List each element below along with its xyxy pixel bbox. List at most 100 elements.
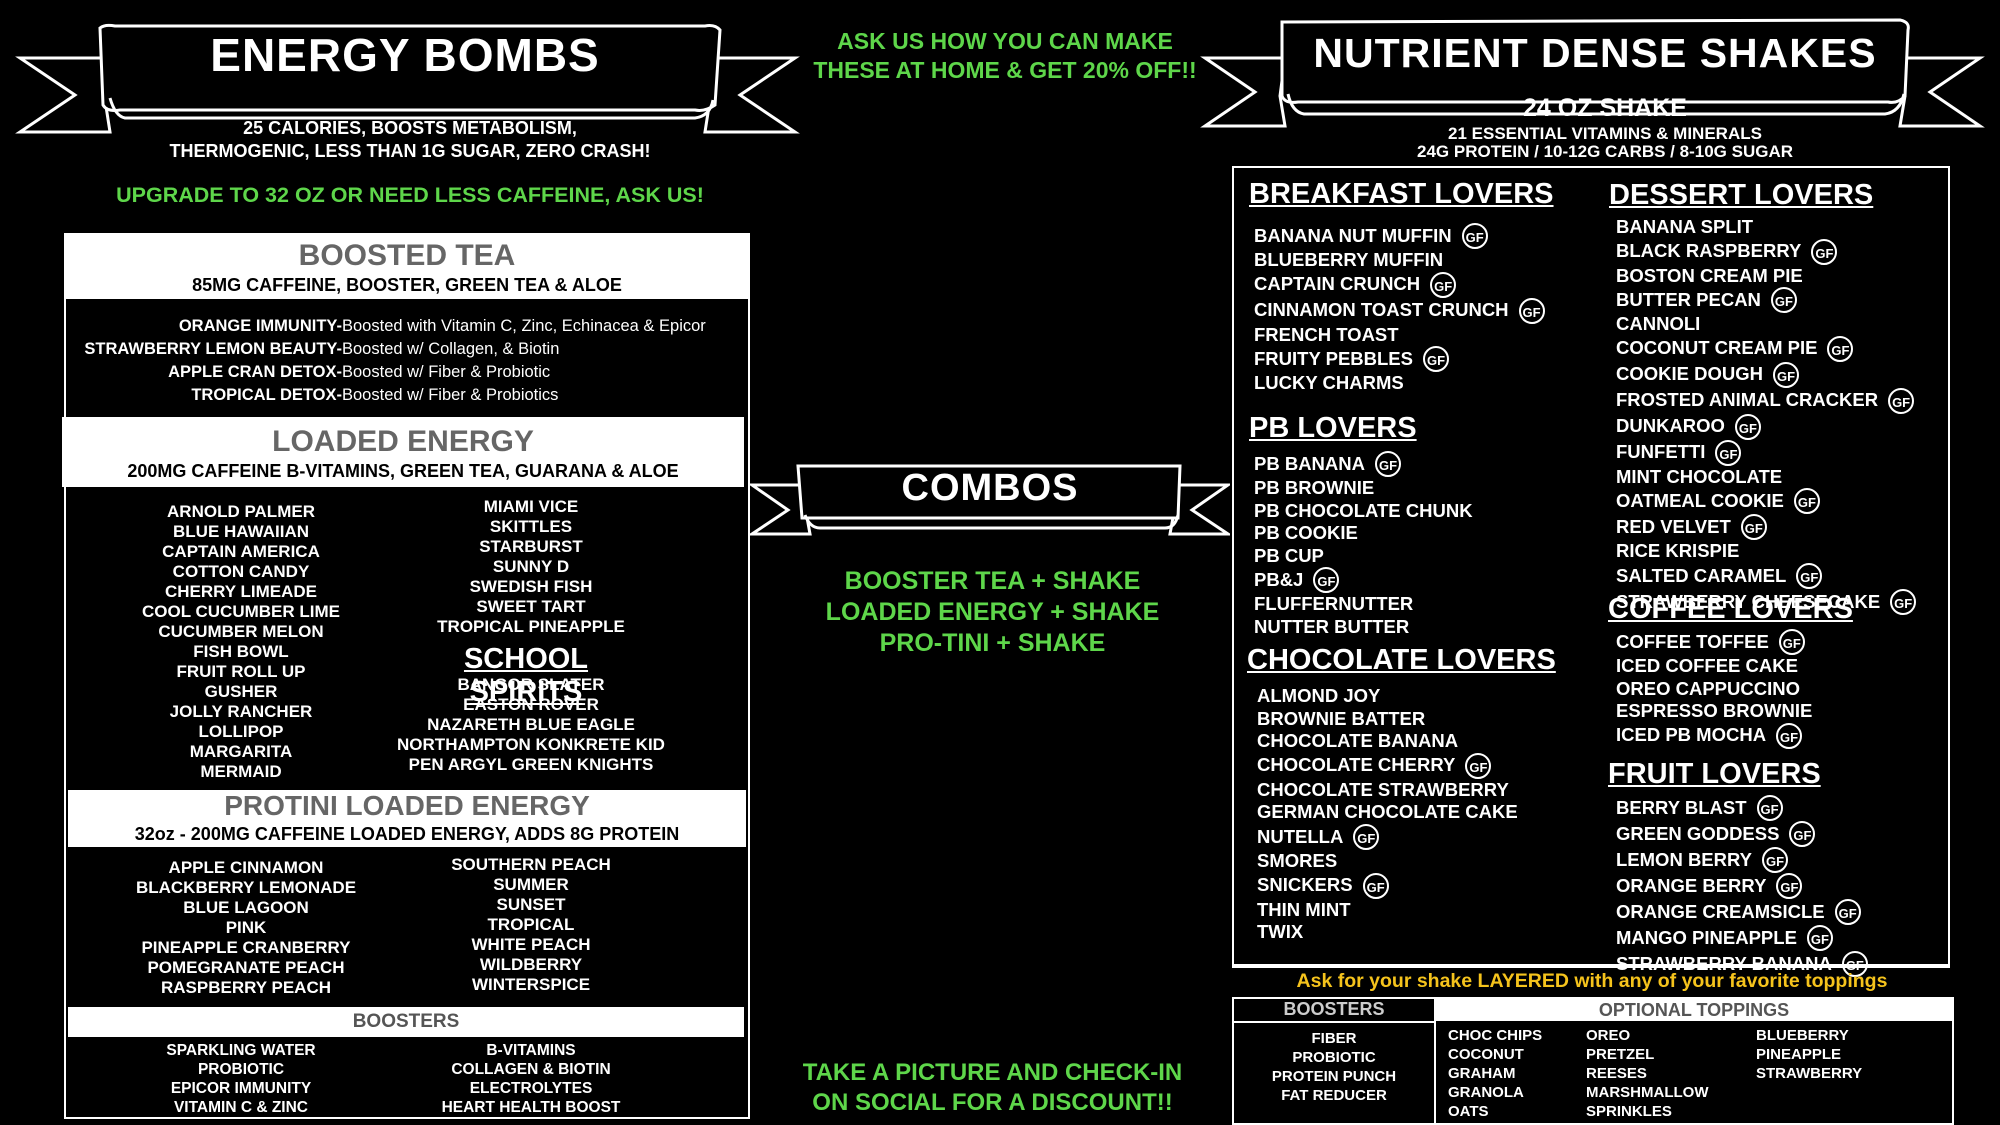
shake-name: LUCKY CHARMS [1254, 372, 1404, 394]
shake-name: OREO CAPPUCCINO [1616, 677, 1800, 699]
protini-flavor: SUMMER [493, 875, 569, 894]
shake-name: BANANA NUT MUFFIN [1254, 224, 1452, 246]
shake-item: CANNOLI [1616, 313, 1916, 336]
dessert-title: DESSERT LOVERS [1609, 179, 1874, 211]
topping-item: OATS [1448, 1103, 1489, 1120]
loaded-energy-flavor: COTTON CANDY [172, 562, 310, 581]
shake-name: ALMOND JOY [1257, 685, 1381, 706]
promo-top-line-2: THESE AT HOME & GET 20% OFF!! [813, 57, 1197, 83]
loaded-energy-flavor: SWEDISH FISH [469, 577, 593, 596]
gluten-free-badge: GF [1834, 899, 1861, 925]
gluten-free-badge: GF [1518, 297, 1545, 324]
tea-item-2: STRAWBERRY LEMON BEAUTY-Boosted w/ Colla… [66, 338, 748, 361]
booster-item: PROBIOTIC [197, 1061, 285, 1078]
tea-item-desc: Boosted with Vitamin C, Zinc, Echinacea … [342, 317, 706, 335]
tea-item-name: STRAWBERRY LEMON BEAUTY- [84, 340, 342, 358]
tea-item-desc: Boosted w/ Fiber & Probiotics [342, 386, 559, 404]
gluten-free-badge: GF [1811, 238, 1838, 265]
layered-note: Ask for your shake LAYERED with any of y… [1296, 970, 1888, 992]
loaded-energy-flavor: BLUE HAWAIIAN [173, 522, 309, 541]
shake-name: PB COOKIE [1254, 522, 1358, 544]
shake-name: BROWNIE BATTER [1257, 707, 1426, 729]
protini-flavor: TROPICAL [487, 915, 575, 934]
shake-item: GERMAN CHOCOLATE CAKE [1257, 801, 1518, 824]
gluten-free-badge: GF [1756, 795, 1783, 821]
shake-name: SMORES [1257, 849, 1338, 871]
shake-name: FRENCH TOAST [1254, 323, 1399, 345]
shake-item: PB BROWNIE [1254, 477, 1473, 500]
gluten-free-badge: GF [1772, 361, 1799, 388]
shake-item: COOKIE DOUGH GF [1616, 361, 1916, 388]
shake-name: THIN MINT [1257, 898, 1351, 920]
shake-name: PB CUP [1254, 544, 1324, 566]
shake-item: PB CHOCOLATE CHUNK [1254, 500, 1473, 523]
shake-name: DUNKAROO [1616, 415, 1725, 437]
shake-name: CHOCOLATE STRAWBERRY [1257, 778, 1509, 800]
loaded-energy-flavor: SUNNY D [492, 557, 570, 576]
shake-name: ORANGE CREAMSICLE [1616, 900, 1825, 922]
shake-item: CHOCOLATE STRAWBERRY [1257, 779, 1518, 802]
topping-item: GRANOLA [1448, 1084, 1524, 1101]
gluten-free-badge: GF [1762, 847, 1789, 873]
topping-item: BLUEBERRY [1756, 1027, 1849, 1044]
shake-name: RED VELVET [1616, 516, 1731, 538]
booster-item: FIBER [1311, 1030, 1357, 1047]
protini-flavor: BLUE LAGOON [183, 898, 309, 917]
shake-name: COOKIE DOUGH [1616, 363, 1763, 385]
gluten-free-badge: GF [1375, 451, 1401, 477]
boosters-right-title: BOOSTERS [1283, 999, 1385, 1019]
promo-bottom-line-1: TAKE A PICTURE AND CHECK-IN [802, 1059, 1183, 1086]
combos-banner [750, 460, 1230, 540]
tea-item-3: APPLE CRAN DETOX-Boosted w/ Fiber & Prob… [66, 361, 748, 384]
shakes-title: NUTRIENT DENSE SHAKES [1313, 30, 1877, 76]
energy-menu-panel: BOOSTED TEA 85MG CAFFEINE, BOOSTER, GREE… [62, 233, 750, 1119]
toppings-header-bar [1436, 999, 1952, 1021]
loaded-energy-flavor: MARGARITA [189, 742, 293, 761]
desc-line-1: 25 CALORIES, BOOSTS METABOLISM, [243, 118, 577, 138]
topping-item: REESES [1586, 1065, 1647, 1082]
shake-name: STRAWBERRY CHEESECAKE [1616, 590, 1881, 612]
tea-item-desc: Boosted w/ Fiber & Probiotic [342, 363, 551, 381]
gluten-free-badge: GF [1770, 287, 1797, 314]
fruit-title: FRUIT LOVERS [1608, 758, 1821, 790]
booster-item: COLLAGEN & BIOTIN [451, 1061, 611, 1078]
energy-bombs-desc: 25 CALORIES, BOOSTS METABOLISM, THERMOGE… [60, 117, 760, 163]
gluten-free-badge: GF [1353, 823, 1380, 850]
shake-name: COCONUT CREAM PIE [1616, 337, 1818, 359]
shake-name: MINT CHOCOLATE [1616, 465, 1783, 487]
loaded-energy-flavor: TROPICAL PINEAPPLE [437, 617, 625, 636]
shake-name: FUNFETTI [1616, 441, 1706, 463]
shake-name: PB&J [1254, 569, 1304, 591]
shake-name: FROSTED ANIMAL CRACKER [1616, 389, 1879, 411]
loaded-energy-title: LOADED ENERGY [272, 425, 534, 458]
gluten-free-badge: GF [1888, 387, 1915, 414]
shake-name: RICE KRISPIE [1616, 540, 1740, 562]
shake-item: BROWNIE BATTER [1257, 708, 1518, 731]
protini-flavor: WINTERSPICE [471, 975, 591, 994]
promo-top-line-1: ASK US HOW YOU CAN MAKE [837, 28, 1173, 54]
loaded-energy-flavor: STARBURST [479, 537, 583, 556]
gluten-free-badge: GF [1740, 514, 1767, 541]
combos-title: COMBOS [901, 467, 1079, 509]
loaded-energy-flavor: COOL CUCUMBER LIME [141, 602, 340, 621]
school-spirit-flavor: BANGOR SLATER [457, 675, 605, 694]
boosted-tea-subtitle: 85MG CAFFEINE, BOOSTER, GREEN TEA & ALOE [192, 275, 622, 295]
gluten-free-badge: GF [1734, 413, 1761, 440]
shake-item: BOSTON CREAM PIE [1616, 265, 1916, 288]
shake-name: CINNAMON TOAST CRUNCH [1254, 299, 1509, 321]
gluten-free-badge: GF [1778, 629, 1805, 655]
booster-item: EPICOR IMMUNITY [170, 1080, 312, 1097]
school-spirits-title: SCHOOL SPIRITS [463, 643, 589, 708]
